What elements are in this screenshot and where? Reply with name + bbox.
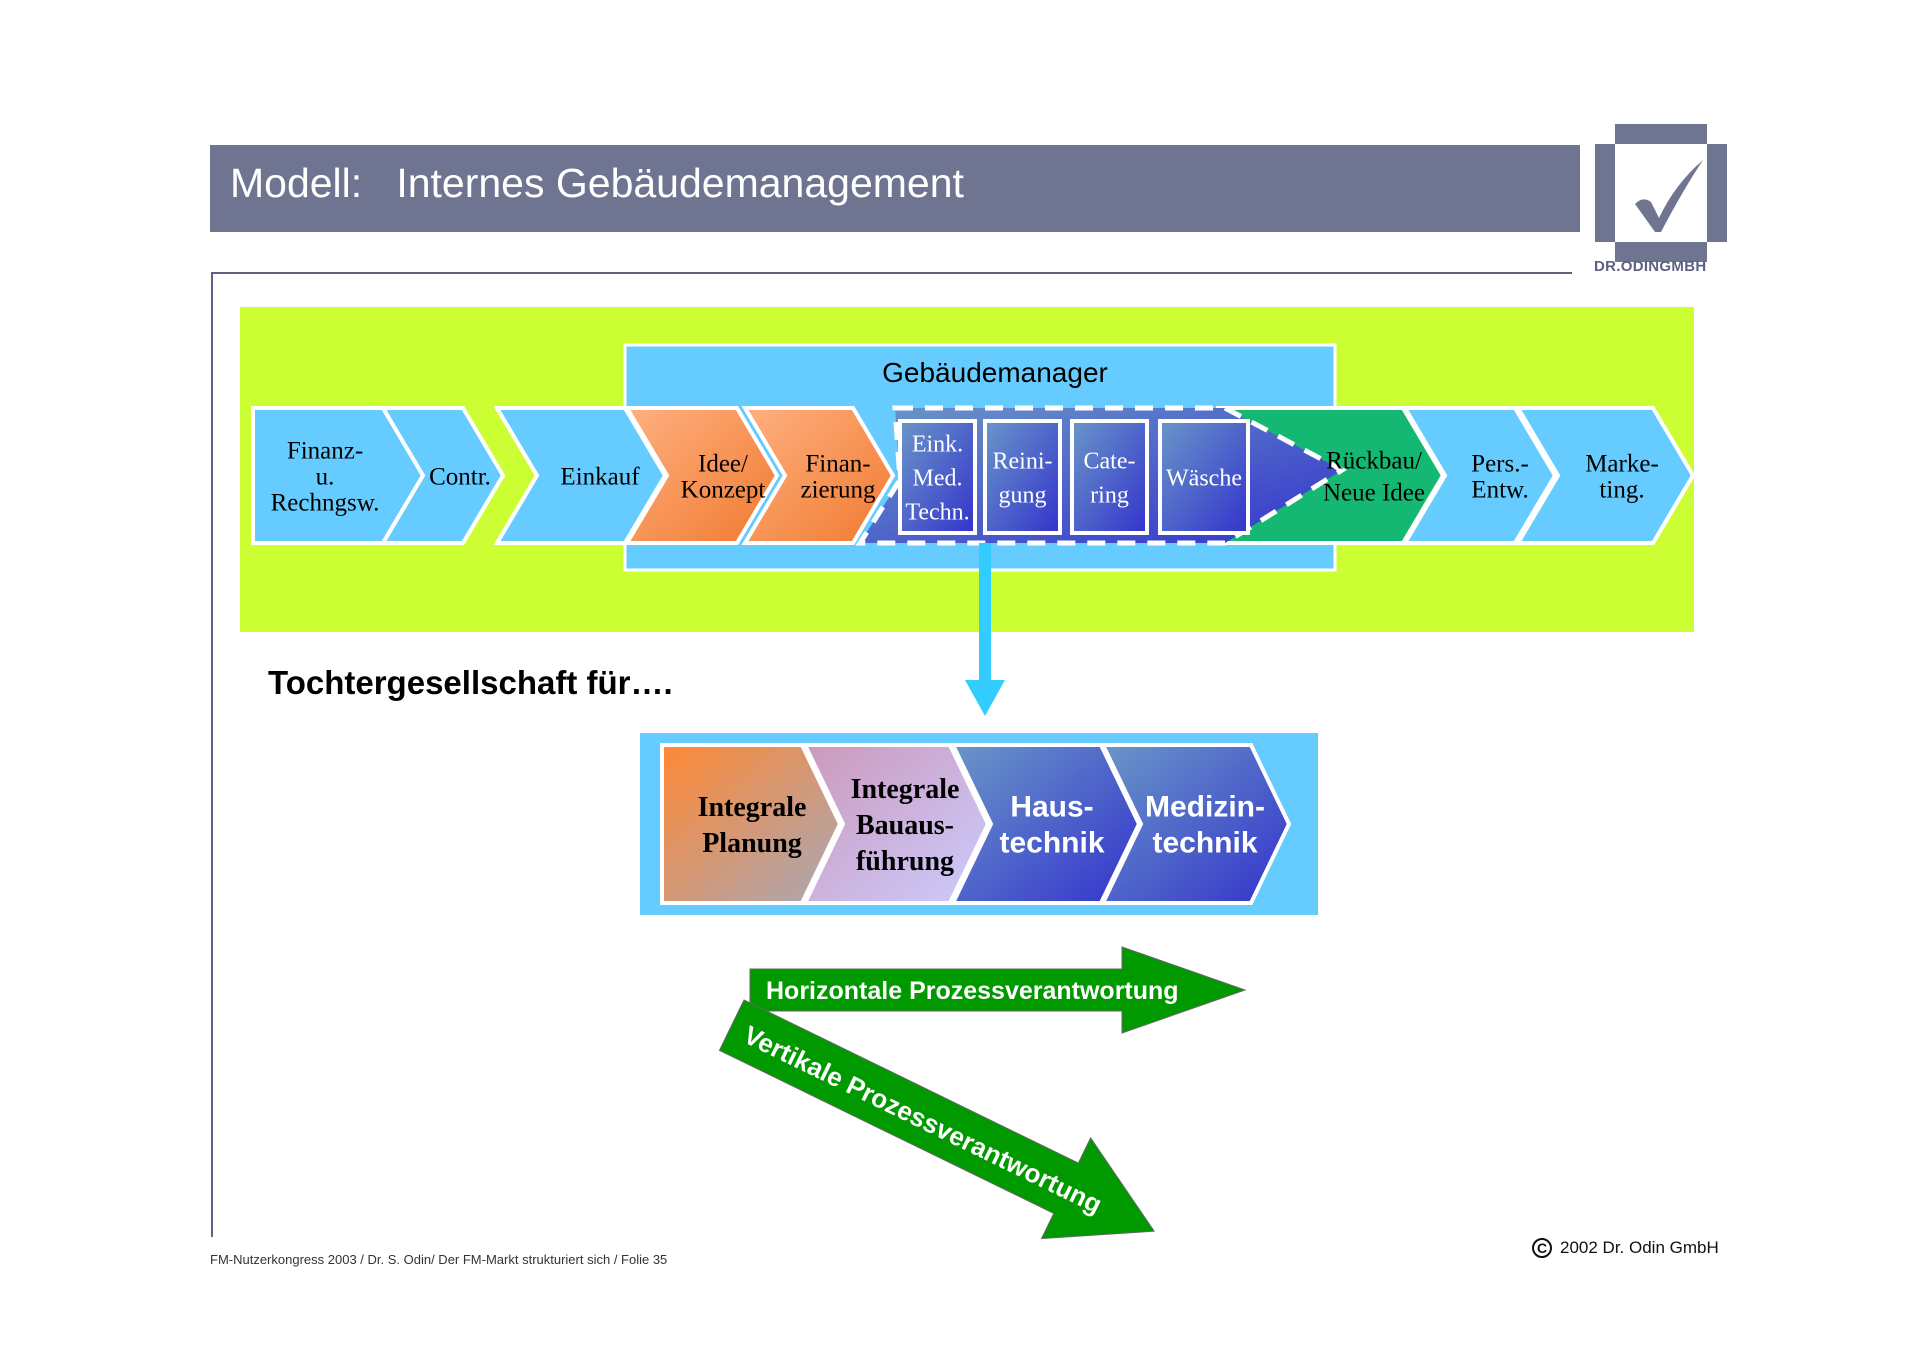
chain-step-label: Finan-zierung (801, 450, 876, 503)
horizontal-arrow: Horizontale Prozessverantwortung (749, 946, 1247, 1034)
title-bar (210, 145, 1580, 232)
logo-bar-top (1615, 124, 1707, 144)
horizontal-rule (212, 272, 1572, 274)
chain-step-label: Marke-ting. (1585, 450, 1659, 503)
chain-step-label: Einkauf (560, 463, 640, 490)
logo-bar-left (1595, 144, 1615, 242)
chain-step (1514, 406, 1696, 545)
logo-bar-bottom (1615, 242, 1707, 262)
subsidiary-step (660, 743, 843, 905)
chain-step (623, 406, 780, 545)
subsidiary-step (801, 743, 991, 905)
logo-bar-right (1707, 144, 1727, 242)
service-label: Wäsche (1166, 465, 1242, 491)
service-box (1070, 419, 1149, 535)
chain-step-label: Idee/Konzept (681, 450, 766, 503)
footer-source: FM-Nutzerkongress 2003 / Dr. S. Odin/ De… (210, 1252, 668, 1267)
service-box (983, 419, 1062, 535)
chain-step (741, 406, 896, 545)
chain-step-label: Finanz-u.Rechngsw. (271, 437, 380, 516)
service-label: Reini-gung (993, 448, 1053, 508)
subtitle: Tochtergesellschaft für…. (268, 664, 673, 701)
service-label: Eink.Med.Techn. (905, 431, 969, 525)
vertical-rule (211, 272, 213, 1237)
chain-step-label: Contr. (429, 463, 491, 490)
checkmark-icon (1635, 160, 1703, 232)
page-title: Modell: Internes Gebäudemanagement (230, 160, 964, 206)
service-box (1158, 419, 1250, 535)
chain-step-label: Rückbau/Neue Idee (1323, 447, 1425, 506)
service-label: Cate-ring (1084, 448, 1136, 508)
subsidiary-step (1099, 743, 1292, 905)
connector-arrow-shaft (979, 543, 991, 683)
gebaeudemanager-label: Gebäudemanager (882, 357, 1108, 388)
chain-step (379, 406, 506, 545)
service-box (898, 419, 977, 535)
connector-arrow-head (965, 680, 1005, 716)
chain-step-label: Pers.-Entw. (1471, 450, 1529, 503)
horizontal-arrow-label: Horizontale Prozessverantwortung (766, 977, 1179, 1005)
copyright-icon: C (1532, 1238, 1552, 1258)
subsidiary-step-label: Haus-technik (999, 791, 1104, 860)
subsidiary-step-label: Medizin-technik (1145, 791, 1265, 860)
logo-text: DR.ODINGMBH (1594, 258, 1707, 275)
vertical-arrow-label: Vertikale Prozessverantwortung (739, 1020, 1107, 1220)
copyright-text: 2002 Dr. Odin GmbH (1560, 1238, 1719, 1257)
services-group: Eink.Med.Techn. Reini-gung Cate-ring Wäsche (855, 405, 1348, 546)
vertical-arrow: Vertikale Prozessverantwortung (718, 999, 1156, 1240)
company-logo (1595, 124, 1727, 262)
footer-copyright: C 2002 Dr. Odin GmbH (1532, 1238, 1719, 1258)
